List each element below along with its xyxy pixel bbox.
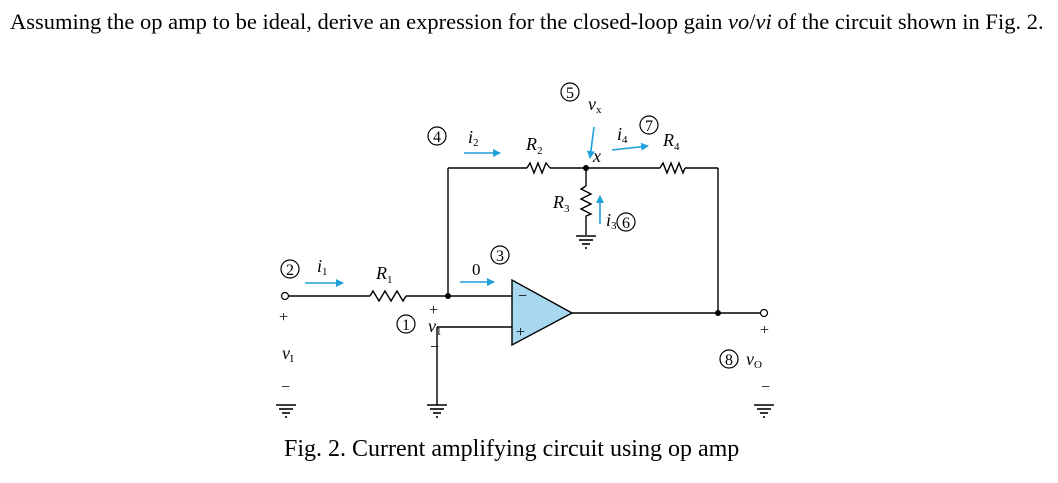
question-part2: of the circuit shown in Fig. 2. xyxy=(771,9,1044,34)
node-6: 6 xyxy=(616,212,636,232)
ground-noninverting xyxy=(427,404,447,418)
ground-input xyxy=(276,404,296,418)
svg-text:4: 4 xyxy=(433,129,441,146)
resistor-r1 xyxy=(369,289,407,303)
question-text: Assuming the op amp to be ideal, derive … xyxy=(10,6,1050,37)
figure-caption: Fig. 2. Current amplifying circuit using… xyxy=(284,436,740,462)
sign-v1-plus: + xyxy=(429,302,438,319)
arrow-i4 xyxy=(611,142,649,151)
label-r4: R4 xyxy=(662,130,680,153)
sign-v1-minus: − xyxy=(430,339,439,356)
ground-output xyxy=(754,404,774,418)
ground-r3 xyxy=(576,235,596,249)
current-arrows xyxy=(305,126,649,287)
label-i2: i2 xyxy=(468,127,479,149)
input-terminal xyxy=(280,291,290,301)
svg-text:7: 7 xyxy=(645,118,653,135)
sign-output-plus: + xyxy=(760,322,769,339)
label-i4: i4 xyxy=(617,124,628,146)
label-vx: vx xyxy=(588,94,602,116)
junction-node1 xyxy=(445,293,451,299)
node-7: 7 xyxy=(639,115,659,135)
node-3: 3 xyxy=(490,245,510,265)
node-markers: 2 1 4 3 5 7 6 8 xyxy=(280,82,739,369)
label-r2: R2 xyxy=(525,134,543,157)
sign-output-minus: − xyxy=(761,379,770,396)
opamp-minus-sign: − xyxy=(518,288,527,305)
svg-text:6: 6 xyxy=(622,215,630,232)
resistor-r4 xyxy=(659,161,686,175)
label-r1: R1 xyxy=(375,263,393,286)
node-5: 5 xyxy=(560,82,580,102)
resistor-r2 xyxy=(526,161,551,175)
label-i3: i3 xyxy=(606,210,617,232)
question-vo: vo xyxy=(727,9,750,34)
op-amp xyxy=(511,278,574,347)
junction-node-x xyxy=(583,165,589,171)
svg-text:8: 8 xyxy=(725,352,733,369)
node-4: 4 xyxy=(427,126,447,146)
node-2: 2 xyxy=(280,259,300,279)
node-1: 1 xyxy=(396,314,416,334)
label-node-x: x xyxy=(592,146,601,166)
svg-text:2: 2 xyxy=(286,262,294,279)
svg-text:1: 1 xyxy=(402,317,410,334)
label-r3: R3 xyxy=(552,192,570,215)
opamp-plus-sign: + xyxy=(516,324,525,341)
resistor-r3 xyxy=(579,185,593,217)
arrow-vx xyxy=(586,126,595,159)
label-v1: v1 xyxy=(428,316,442,338)
output-terminal xyxy=(759,308,769,318)
sign-input-minus: − xyxy=(281,379,290,396)
label-i1: i1 xyxy=(317,256,328,278)
svg-text:5: 5 xyxy=(566,85,574,102)
question-part1: Assuming the op amp to be ideal, derive … xyxy=(10,9,728,34)
question-vi: vi xyxy=(755,9,772,34)
question-slash: / xyxy=(749,9,756,34)
svg-text:3: 3 xyxy=(496,248,504,265)
junction-node8 xyxy=(715,310,721,316)
label-vI: vI xyxy=(282,343,294,365)
node-8: 8 xyxy=(719,349,739,369)
wires xyxy=(289,167,760,405)
ground-symbols xyxy=(276,235,774,418)
sign-input-plus: + xyxy=(279,309,288,326)
label-vO: vO xyxy=(746,349,762,371)
label-zero-current: 0 xyxy=(472,260,481,279)
